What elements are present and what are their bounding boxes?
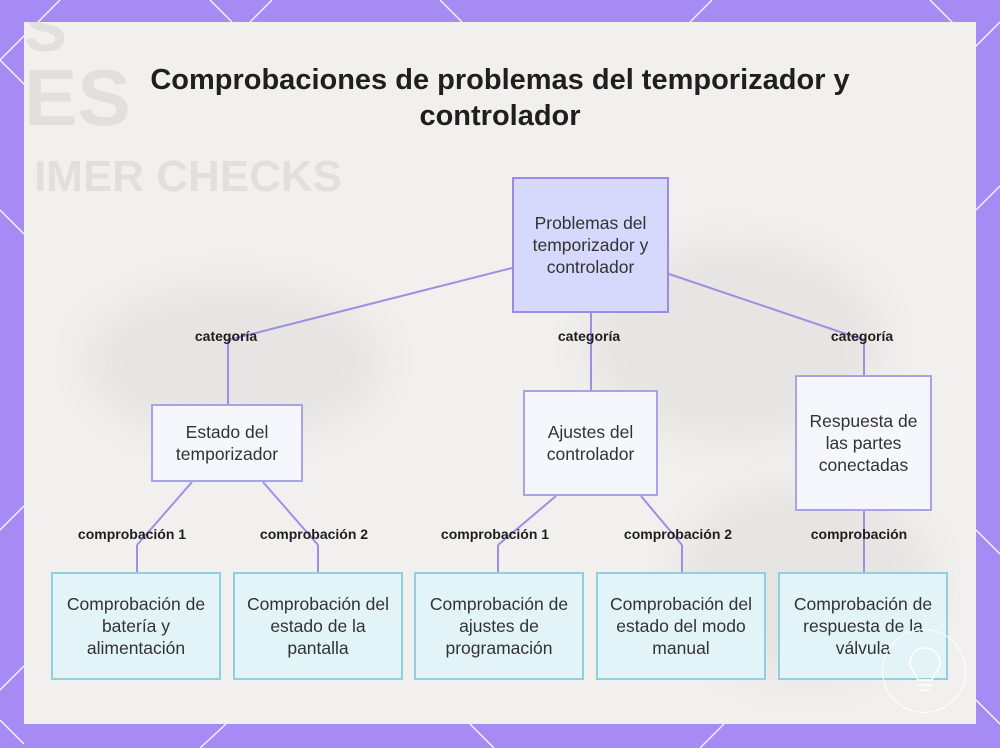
edge-root-cat3 [668, 273, 865, 341]
node-root: Problemas del temporizador y controlador [512, 177, 669, 313]
edge-label-category: categoría [830, 328, 894, 344]
edge-cat2-leaf3 [497, 495, 557, 546]
edge-cat2-leaf4 [640, 495, 683, 546]
node-check-battery-label: Comprobación de batería y alimentación [66, 594, 206, 658]
node-category-timer: Estado del temporizador [151, 404, 303, 482]
edge-label-check: comprobación 2 [623, 526, 733, 542]
node-category-parts-label: Respuesta de las partes conectadas [809, 411, 918, 475]
lightbulb-icon [882, 629, 966, 713]
edge-label-check: comprobación 1 [77, 526, 187, 542]
edge-cat1-leaf2 [262, 481, 319, 546]
diagram-title: Comprobaciones de problemas del temporiz… [150, 64, 850, 132]
edge-label-category: categoría [557, 328, 621, 344]
node-category-parts: Respuesta de las partes conectadas [795, 375, 932, 511]
edge-root-cat1 [227, 267, 513, 341]
edge-label-check: comprobación 2 [259, 526, 369, 542]
edge-label-check: comprobación [810, 526, 908, 542]
node-check-manual-mode-label: Comprobación del estado del modo manual [609, 594, 753, 658]
node-check-manual-mode: Comprobación del estado del modo manual [596, 572, 766, 680]
background-ghost-text: IMER CHECKS [34, 152, 343, 201]
node-category-timer-label: Estado del temporizador [175, 422, 279, 464]
node-check-screen: Comprobación del estado de la pantalla [233, 572, 403, 680]
edge-cat1-leaf1 [136, 481, 193, 546]
background-ghost-text: S [24, 22, 67, 65]
node-category-controller-label: Ajustes del controlador [546, 422, 635, 464]
node-check-screen-label: Comprobación del estado de la pantalla [246, 594, 390, 658]
node-category-controller: Ajustes del controlador [523, 390, 658, 496]
edge-label-category: categoría [194, 328, 258, 344]
node-check-programming-label: Comprobación de ajustes de programación [429, 594, 569, 658]
node-check-battery: Comprobación de batería y alimentación [51, 572, 221, 680]
background-ghost-text: ES [24, 53, 131, 142]
node-check-valve-label: Comprobación de respuesta de la válvula [793, 594, 933, 658]
node-check-programming: Comprobación de ajustes de programación [414, 572, 584, 680]
node-root-label: Problemas del temporizador y controlador [532, 213, 649, 277]
edge-label-check: comprobación 1 [440, 526, 550, 542]
